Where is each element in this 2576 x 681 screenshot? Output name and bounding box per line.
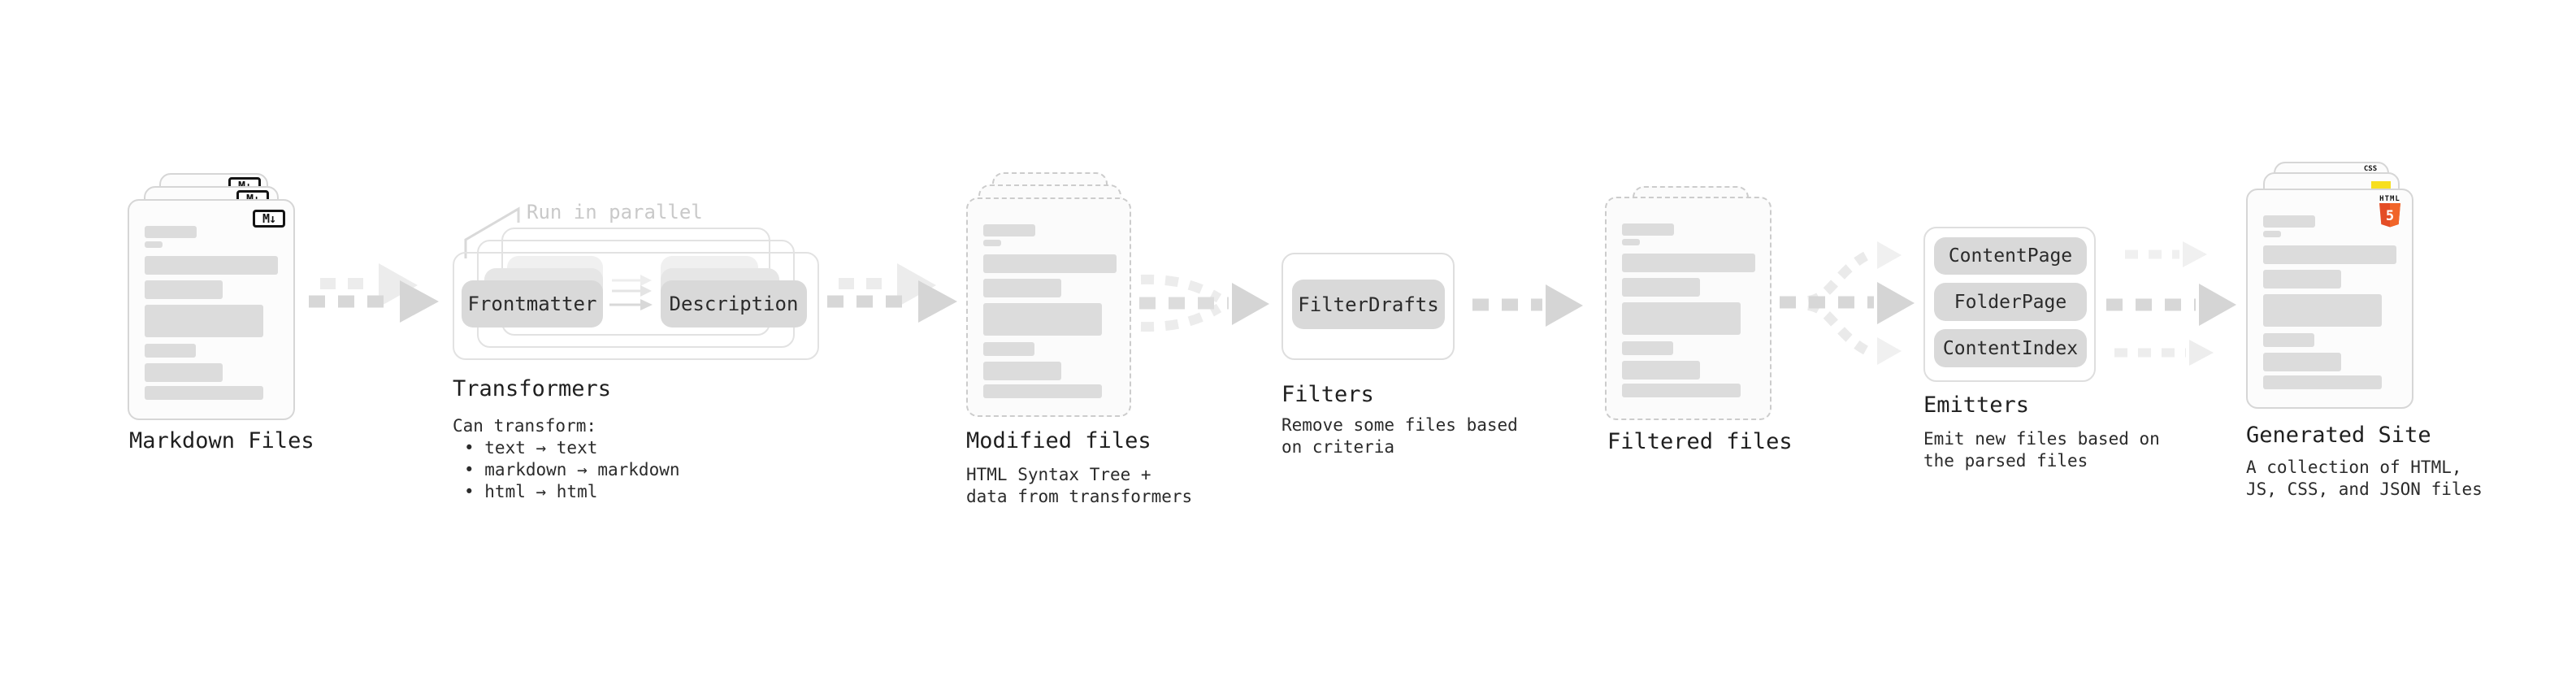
text-line-placeholder — [983, 362, 1061, 380]
html5-icon: HTML 5 — [2379, 195, 2400, 231]
text-line-placeholder — [2263, 245, 2396, 264]
text-line-placeholder — [2263, 294, 2382, 327]
run-in-parallel-annotation: Run in parallel — [527, 201, 703, 223]
text-line-placeholder — [145, 256, 278, 275]
description-line: Remove some files based — [1281, 415, 1518, 435]
modified-files-label: Modified files — [966, 428, 1151, 453]
text-line-placeholder — [2263, 215, 2315, 228]
text-line-placeholder — [145, 363, 223, 382]
description-line: HTML Syntax Tree + — [966, 465, 1151, 484]
text-line-placeholder — [983, 384, 1102, 398]
emitters-label: Emitters — [1923, 393, 2030, 418]
transformers-description: Can transform: • text → text • markdown … — [453, 415, 680, 503]
text-line-placeholder — [983, 224, 1035, 236]
text-line-placeholder — [1622, 254, 1755, 272]
text-line-placeholder — [2263, 353, 2341, 371]
transformer-container-front — [453, 252, 819, 360]
generated-site-description: A collection of HTML, JS, CSS, and JSON … — [2246, 457, 2483, 501]
text-line-placeholder — [1622, 278, 1700, 297]
filterdrafts-chip: FilterDrafts — [1292, 280, 1445, 329]
description-line: Can transform: — [453, 416, 597, 436]
filters-label: Filters — [1281, 382, 1374, 407]
text-line-placeholder — [145, 241, 163, 248]
text-line-placeholder — [145, 305, 263, 337]
description-chip: Description — [661, 280, 807, 327]
transformers-label: Transformers — [453, 376, 612, 401]
markdown-icon: M↓ — [253, 210, 285, 228]
generated-site-label: Generated Site — [2246, 423, 2431, 448]
svg-text:5: 5 — [2386, 208, 2394, 224]
text-line-placeholder — [2263, 375, 2382, 389]
text-line-placeholder — [2263, 270, 2341, 288]
filtered-files-label: Filtered files — [1607, 429, 1793, 454]
text-line-placeholder — [145, 226, 197, 238]
site-file-card-html: HTML 5 — [2246, 189, 2413, 409]
filters-description: Remove some files based on criteria — [1281, 414, 1518, 458]
frontmatter-chip: Frontmatter — [462, 280, 603, 327]
description-line: the parsed files — [1923, 451, 2088, 471]
text-line-placeholder — [145, 280, 223, 299]
text-line-placeholder — [2263, 333, 2314, 347]
text-line-placeholder — [1622, 384, 1741, 397]
html5-icon-label: HTML — [2379, 195, 2400, 203]
text-line-placeholder — [983, 342, 1034, 356]
description-line: A collection of HTML, — [2246, 458, 2462, 477]
text-line-placeholder — [145, 386, 263, 400]
markdown-files-label: Markdown Files — [129, 428, 314, 453]
arrow-emitters-to-site — [2106, 241, 2236, 366]
text-line-placeholder — [983, 240, 1001, 246]
arrow-filtered-to-emitters — [1780, 241, 1915, 365]
markdown-file-card-front: M↓ — [128, 199, 295, 420]
description-line: • markdown → markdown — [464, 460, 680, 479]
description-line: on criteria — [1281, 437, 1395, 457]
description-line: JS, CSS, and JSON files — [2246, 479, 2483, 499]
filtered-file-card-front — [1605, 197, 1772, 420]
text-line-placeholder — [983, 279, 1061, 297]
text-line-placeholder — [1622, 341, 1673, 355]
description-line: data from transformers — [966, 487, 1193, 506]
emitters-description: Emit new files based on the parsed files — [1923, 428, 2160, 472]
arrow-modified-to-filters — [1139, 274, 1269, 332]
contentindex-chip: ContentIndex — [1934, 329, 2087, 367]
folderpage-chip: FolderPage — [1934, 283, 2087, 321]
text-line-placeholder — [1622, 223, 1674, 236]
contentpage-chip: ContentPage — [1934, 237, 2087, 275]
description-line: • text → text — [464, 438, 598, 458]
text-line-placeholder — [983, 303, 1102, 336]
text-line-placeholder — [983, 254, 1117, 273]
text-line-placeholder — [145, 344, 196, 358]
description-line: • html → html — [464, 482, 598, 501]
css-icon-label: CSS — [2363, 165, 2378, 173]
arrow-markdown-to-transformers — [309, 263, 439, 323]
arrow-filters-to-filtered — [1472, 284, 1583, 327]
description-line: Emit new files based on — [1923, 429, 2160, 449]
text-line-placeholder — [1622, 239, 1640, 245]
text-line-placeholder — [1622, 361, 1700, 380]
html5-shield: 5 — [2379, 203, 2400, 228]
modified-file-card-front — [966, 197, 1131, 417]
text-line-placeholder — [2263, 231, 2281, 237]
text-line-placeholder — [1622, 302, 1741, 335]
arrow-transformers-to-modified — [827, 263, 957, 323]
modified-files-description: HTML Syntax Tree + data from transformer… — [966, 464, 1192, 508]
